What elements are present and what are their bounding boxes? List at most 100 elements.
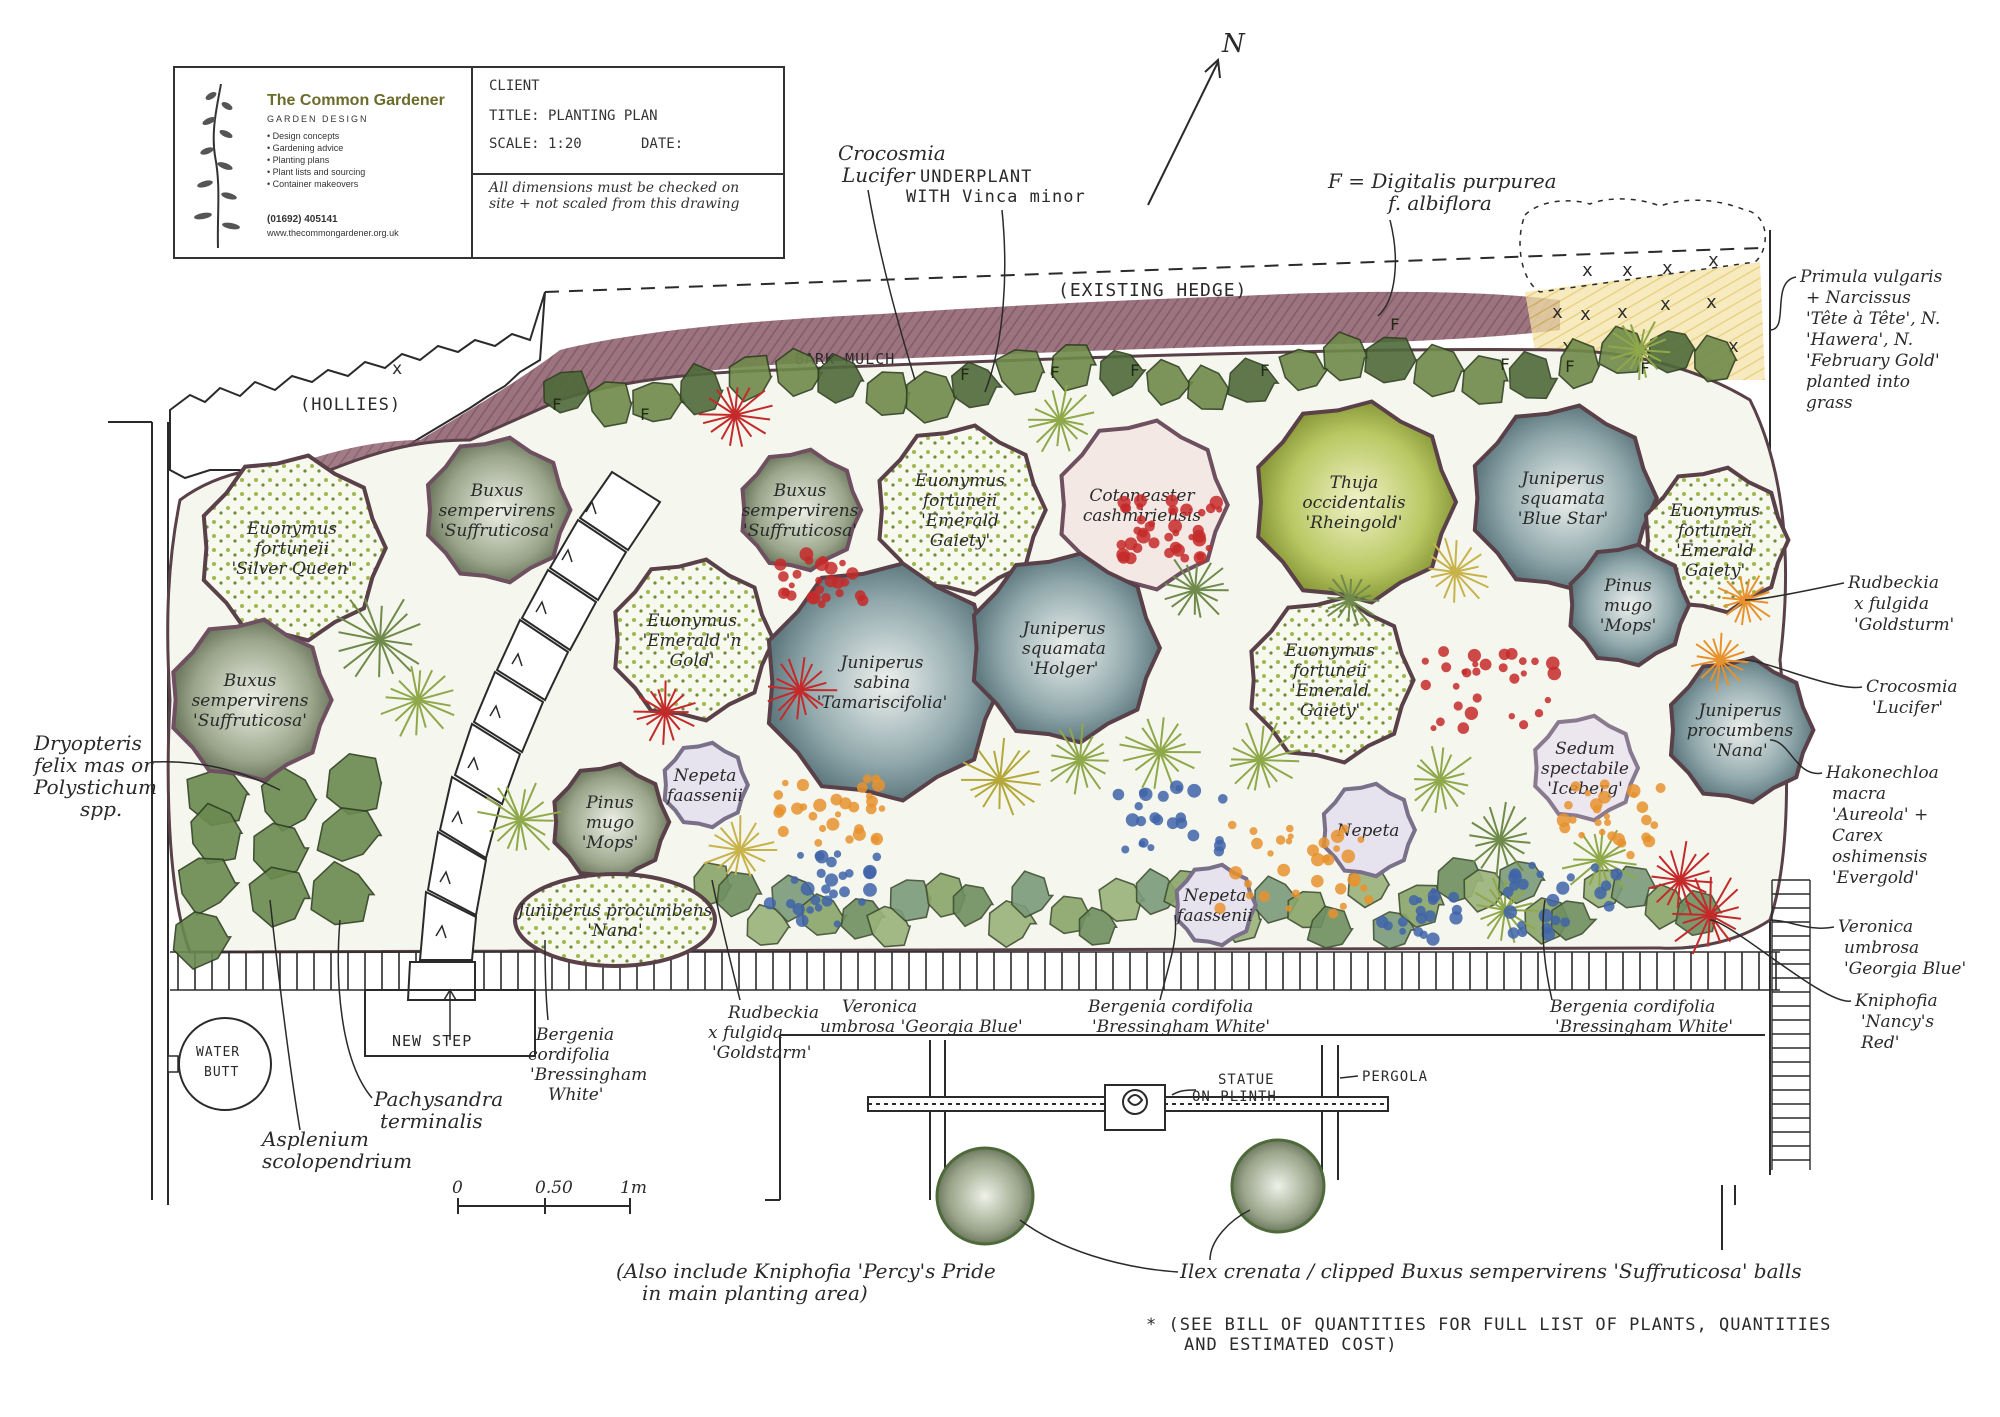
rudbeckia-bottom-callout: Rudbeckia x fulgida 'Goldstarm' [708,879,819,1063]
title-block: The Common Gardener GARDEN DESIGN Design… [173,66,785,259]
digitalis-callout: F = Digitalis purpurea f. albiflora [1327,169,1557,317]
svg-text:x: x [1660,294,1672,315]
spiky-plant [1229,722,1300,791]
foliage-clump [542,370,591,414]
hollies-label: (HOLLIES) [300,395,401,415]
svg-text:umbrosa: umbrosa [1844,938,1919,958]
foliage-clump [950,361,1004,409]
veronica-bottom-callout: Veronica umbrosa 'Georgia Blue' [820,997,1023,1037]
plant-label: Thuja [1330,473,1379,493]
plant-label: Gaiety' [930,531,990,551]
foliage-clump [316,807,383,862]
svg-text:AND ESTIMATED COST): AND ESTIMATED COST) [1184,1335,1397,1355]
plant-label: Juniperus [1519,469,1605,489]
svg-text:felix mas or: felix mas or [32,753,154,777]
flower-cluster [774,547,869,609]
svg-text:Kniphofia: Kniphofia [1854,991,1938,1011]
foliage-clump [1186,364,1231,411]
plant-label: sempervirens [439,501,556,521]
plant-label: Pinus [1603,576,1652,596]
plant-label: 'Suffruticosa' [743,521,857,541]
plant-label: 'Holger' [1030,659,1099,679]
plant-label: Nepeta [1183,886,1247,906]
right-callout-3: Crocosmia'Lucifer' [1744,659,1958,718]
plant-juniperus-nana-2: Juniperus procumbens'Nana' [513,872,717,968]
svg-text:terminalis: terminalis [380,1109,483,1133]
plant-label: Euonymus [1284,641,1375,661]
flower-cluster [773,774,886,847]
bergenia-mid-callout: Bergenia cordifolia 'Bressingham White' [1087,914,1270,1037]
plant-label: fortuneii [1291,661,1367,681]
foliage-clump [716,871,763,918]
svg-text:Ilex crenata / clipped Buxus s: Ilex crenata / clipped Buxus semperviren… [1179,1259,1802,1283]
plant-label: sempervirens [742,501,859,521]
plant-sprig-logo-icon [194,83,240,249]
bark-mulch-area [320,291,1560,498]
dimension-note: All dimensions must be checked on site +… [489,180,740,212]
svg-text:Red': Red' [1860,1033,1899,1053]
plant-label: Euonymus [246,519,337,539]
svg-text:x: x [1582,260,1594,281]
plant-label: 'Suffruticosa' [193,711,307,731]
svg-text:Rudbeckia: Rudbeckia [727,1003,819,1023]
foliage-clump [1558,337,1601,390]
scale-tick-half: 0.50 [535,1178,573,1198]
ilex-ball-1 [935,1146,1035,1246]
svg-text:Veronica: Veronica [842,997,917,1017]
foliage-clump [588,381,633,428]
foliage-clump [1693,334,1738,383]
flower-cluster [1214,820,1374,919]
svg-text:* (SEE BILL OF QUANTITIES FOR: * (SEE BILL OF QUANTITIES FOR FULL LIST … [1146,1315,1831,1335]
svg-text:Asplenium: Asplenium [260,1127,369,1151]
svg-text:'Hawera', N.: 'Hawera', N. [1806,330,1913,350]
spiky-plant [961,737,1041,816]
svg-text:x: x [1728,336,1740,357]
svg-text:'Bressingham White': 'Bressingham White' [1555,1017,1733,1037]
company-subtitle: GARDEN DESIGN [267,114,369,124]
plant-label: 'Mops' [582,833,639,853]
plant-label: Juniperus [1020,619,1106,639]
spiky-plant [698,386,773,447]
foliage-clump [177,857,241,916]
foliage-clump [905,370,958,424]
svg-text:x: x [1706,292,1718,313]
crocosmia-top-callout: Crocosmia Lucifer [838,141,946,381]
svg-text:F: F [1640,359,1651,378]
kniphofia-note: (Also include Kniphofia 'Percy's Pride i… [616,1259,996,1305]
svg-text:Pachysandra: Pachysandra [373,1087,503,1111]
plant-label: faassenii [665,786,743,806]
svg-text:WITH Vinca minor: WITH Vinca minor [906,187,1086,207]
plant-label: Euonymus [914,471,1005,491]
svg-text:Bergenia cordifolia: Bergenia cordifolia [1087,997,1253,1017]
service-item: Container makeovers [267,178,365,190]
flower-cluster [1420,646,1562,734]
svg-text:x: x [1552,302,1564,323]
svg-text:F: F [552,395,563,414]
foliage-clump [1322,331,1370,382]
drawing-info-panel: CLIENT TITLE: PLANTING PLAN SCALE: 1:20 … [473,68,783,257]
statue-label-2: ON PLINTH [1192,1089,1277,1105]
svg-text:cordifolia: cordifolia [528,1045,610,1065]
plant-label: 'Silver Queen' [231,559,352,579]
pergola-label: PERGOLA [1362,1069,1428,1085]
plant-label: Buxus [470,481,524,501]
spiky-plant [1050,722,1109,795]
services-list: Design concepts Gardening advice Plantin… [267,130,366,190]
svg-text:planted into: planted into [1806,372,1910,392]
svg-text:F: F [1130,361,1141,380]
svg-text:Rudbeckia: Rudbeckia [1847,573,1939,593]
svg-text:'Bressingham White': 'Bressingham White' [1092,1017,1270,1037]
spiky-plant [1119,717,1201,789]
plant-label: occidentalis [1302,493,1405,513]
svg-text:f. albiflora: f. albiflora [1386,191,1492,215]
foliage-clump [1508,350,1559,400]
plant-label: Gaiety' [1300,701,1360,721]
